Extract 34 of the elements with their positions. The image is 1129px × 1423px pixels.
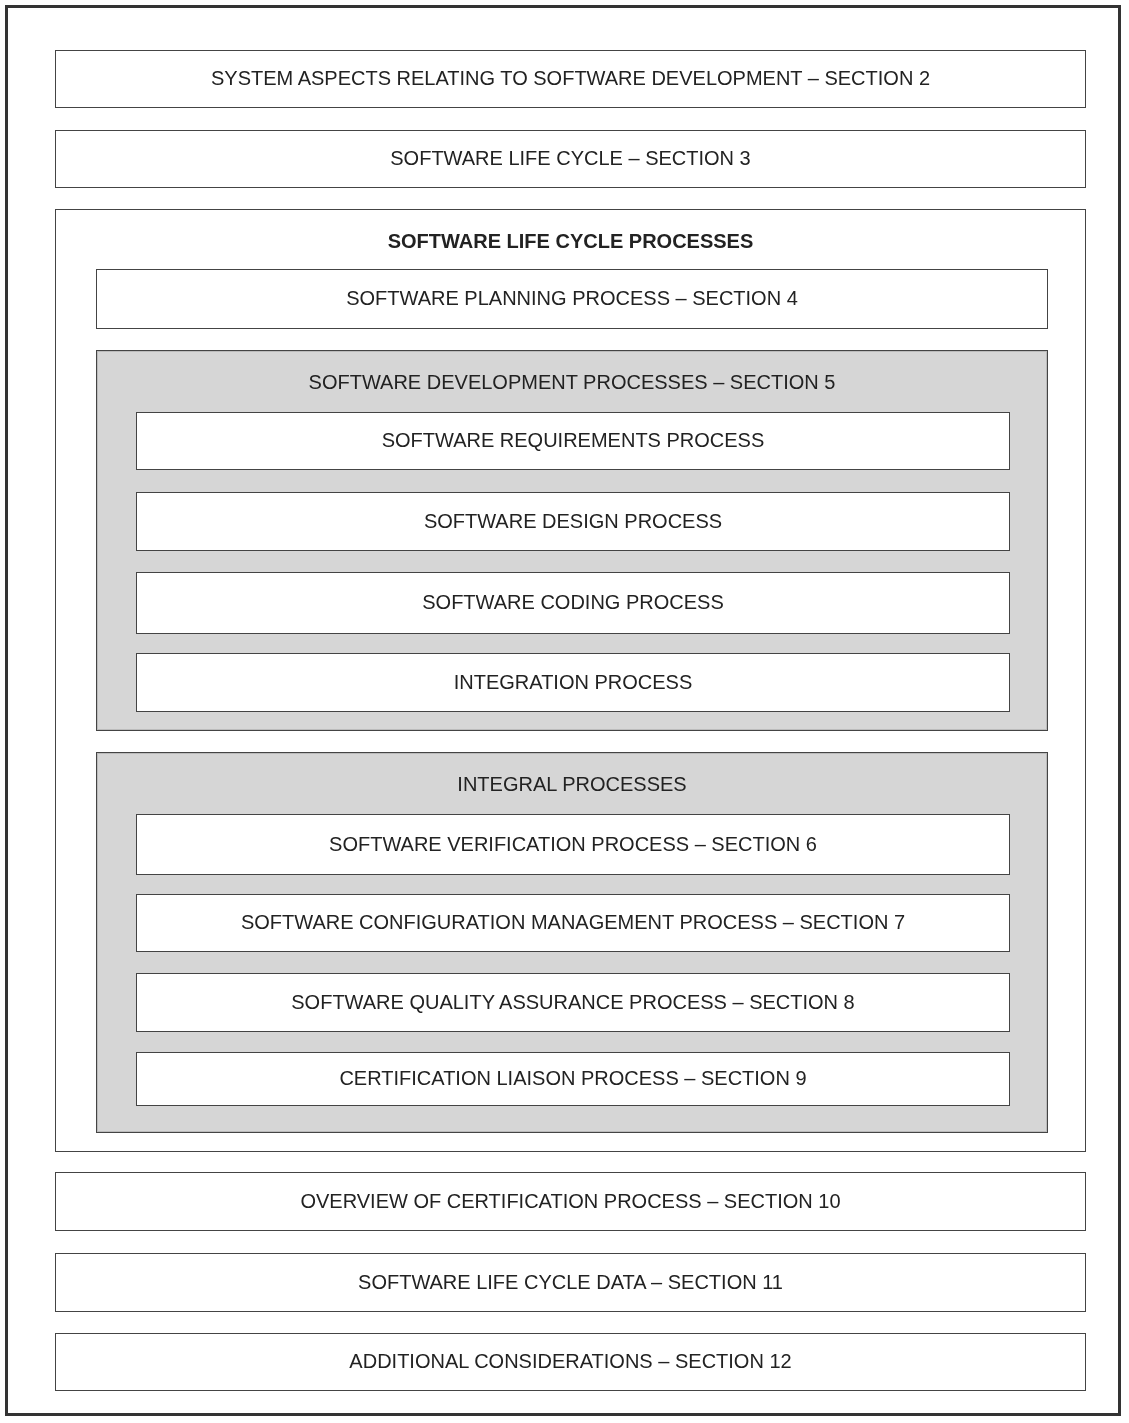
- group-box: [55, 209, 1086, 1152]
- section-label: SOFTWARE LIFE CYCLE – SECTION 3: [390, 146, 751, 171]
- section-box: [136, 894, 1010, 952]
- section-label: SOFTWARE VERIFICATION PROCESS – SECTION 6: [329, 832, 817, 857]
- section-label: SOFTWARE LIFE CYCLE DATA – SECTION 11: [358, 1270, 783, 1295]
- section-box: [55, 1333, 1086, 1391]
- section-box: [55, 130, 1086, 188]
- section-label: OVERVIEW OF CERTIFICATION PROCESS – SECTION 10: [300, 1189, 841, 1214]
- section-box: [96, 269, 1048, 329]
- group-heading: SOFTWARE LIFE CYCLE PROCESSES: [387, 229, 754, 254]
- section-box: [55, 50, 1086, 108]
- group-box: [96, 350, 1048, 731]
- section-label: INTEGRATION PROCESS: [453, 670, 693, 695]
- section-box: [136, 653, 1010, 712]
- section-box: [136, 572, 1010, 634]
- section-box: [55, 1253, 1086, 1312]
- section-label: SOFTWARE DESIGN PROCESS: [423, 509, 723, 534]
- section-label: SOFTWARE PLANNING PROCESS – SECTION 4: [346, 286, 798, 311]
- section-label: SOFTWARE REQUIREMENTS PROCESS: [381, 428, 765, 453]
- section-box: [136, 412, 1010, 470]
- section-box: [136, 1052, 1010, 1106]
- section-box: [136, 814, 1010, 875]
- group-heading: INTEGRAL PROCESSES: [457, 772, 687, 797]
- section-box: [55, 1172, 1086, 1231]
- group-box: [96, 752, 1048, 1133]
- section-label: SOFTWARE QUALITY ASSURANCE PROCESS – SECTION 8: [291, 990, 855, 1015]
- group-heading: SOFTWARE DEVELOPMENT PROCESSES – SECTION 5: [308, 370, 836, 395]
- section-box: [136, 492, 1010, 551]
- section-box: [136, 973, 1010, 1032]
- section-label: SYSTEM ASPECTS RELATING TO SOFTWARE DEVELOPMENT – SECTION 2: [210, 66, 930, 91]
- section-label: SOFTWARE CONFIGURATION MANAGEMENT PROCESS – SECTION 7: [240, 910, 906, 935]
- section-label: CERTIFICATION LIAISON PROCESS – SECTION 9: [339, 1066, 807, 1091]
- section-label: ADDITIONAL CONSIDERATIONS – SECTION 12: [349, 1349, 792, 1374]
- section-label: SOFTWARE CODING PROCESS: [422, 590, 724, 615]
